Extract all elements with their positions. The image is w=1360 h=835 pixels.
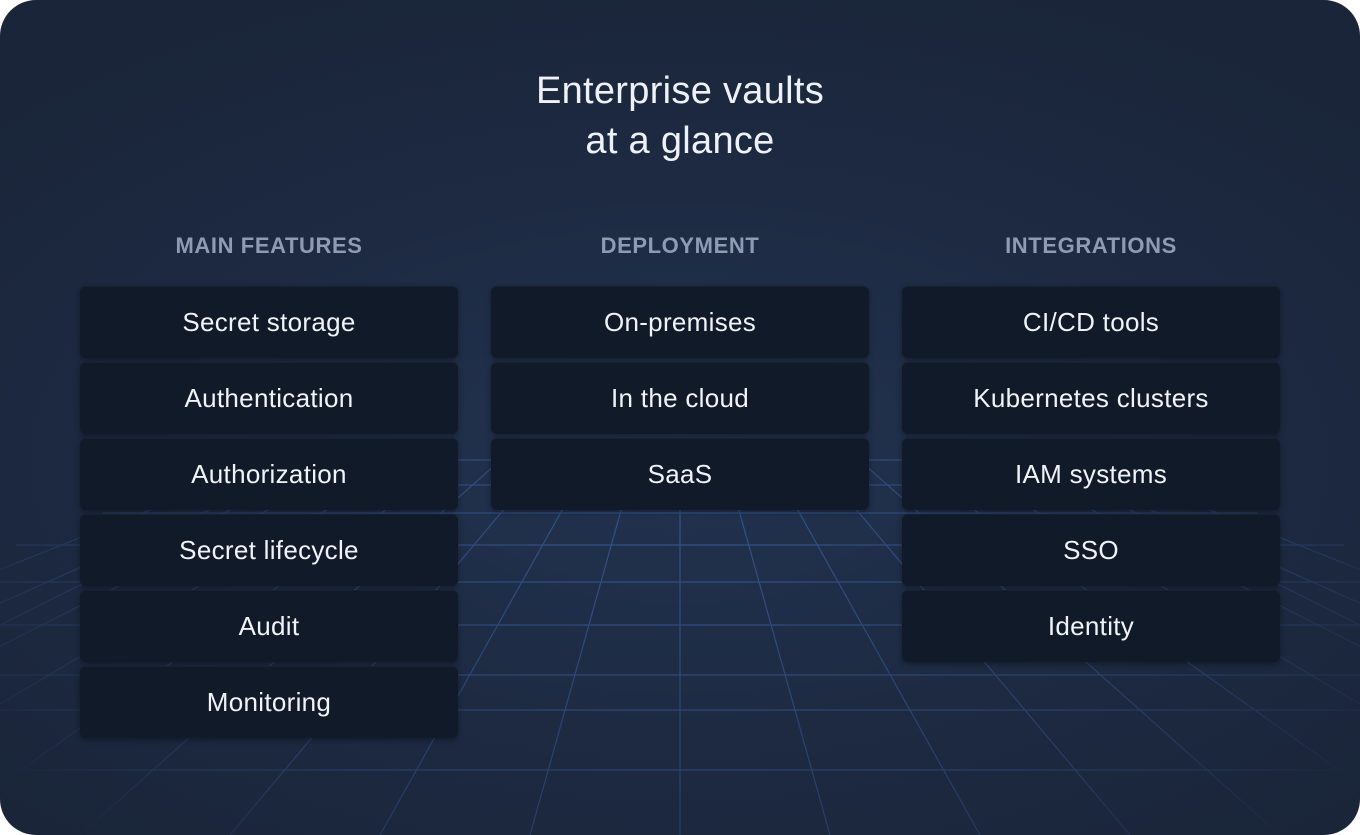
- feature-box: Authorization: [80, 438, 458, 510]
- column-heading: MAIN FEATURES: [175, 233, 363, 258]
- integration-box: CI/CD tools: [902, 286, 1280, 358]
- column-main-features: MAIN FEATURES Secret storage Authenticat…: [80, 230, 458, 738]
- integration-box: IAM systems: [902, 438, 1280, 510]
- feature-box: Monitoring: [80, 666, 458, 738]
- integration-box: Kubernetes clusters: [902, 362, 1280, 434]
- feature-box: Authentication: [80, 362, 458, 434]
- title-line-1: Enterprise vaults: [535, 70, 825, 112]
- column-heading: INTEGRATIONS: [1005, 233, 1177, 258]
- page-title: Enterprise vaults at a glance: [380, 66, 980, 166]
- column-heading: DEPLOYMENT: [600, 233, 760, 258]
- feature-box: Secret storage: [80, 286, 458, 358]
- deployment-box: On-premises: [491, 286, 869, 358]
- integration-box: SSO: [902, 514, 1280, 586]
- deployment-box: SaaS: [491, 438, 869, 510]
- integration-box: Identity: [902, 590, 1280, 662]
- column-integrations: INTEGRATIONS CI/CD tools Kubernetes clus…: [902, 230, 1280, 662]
- feature-box: Secret lifecycle: [80, 514, 458, 586]
- title-line-2: at a glance: [585, 120, 775, 162]
- feature-box: Audit: [80, 590, 458, 662]
- column-deployment: DEPLOYMENT On-premises In the cloud SaaS: [491, 230, 869, 510]
- deployment-box: In the cloud: [491, 362, 869, 434]
